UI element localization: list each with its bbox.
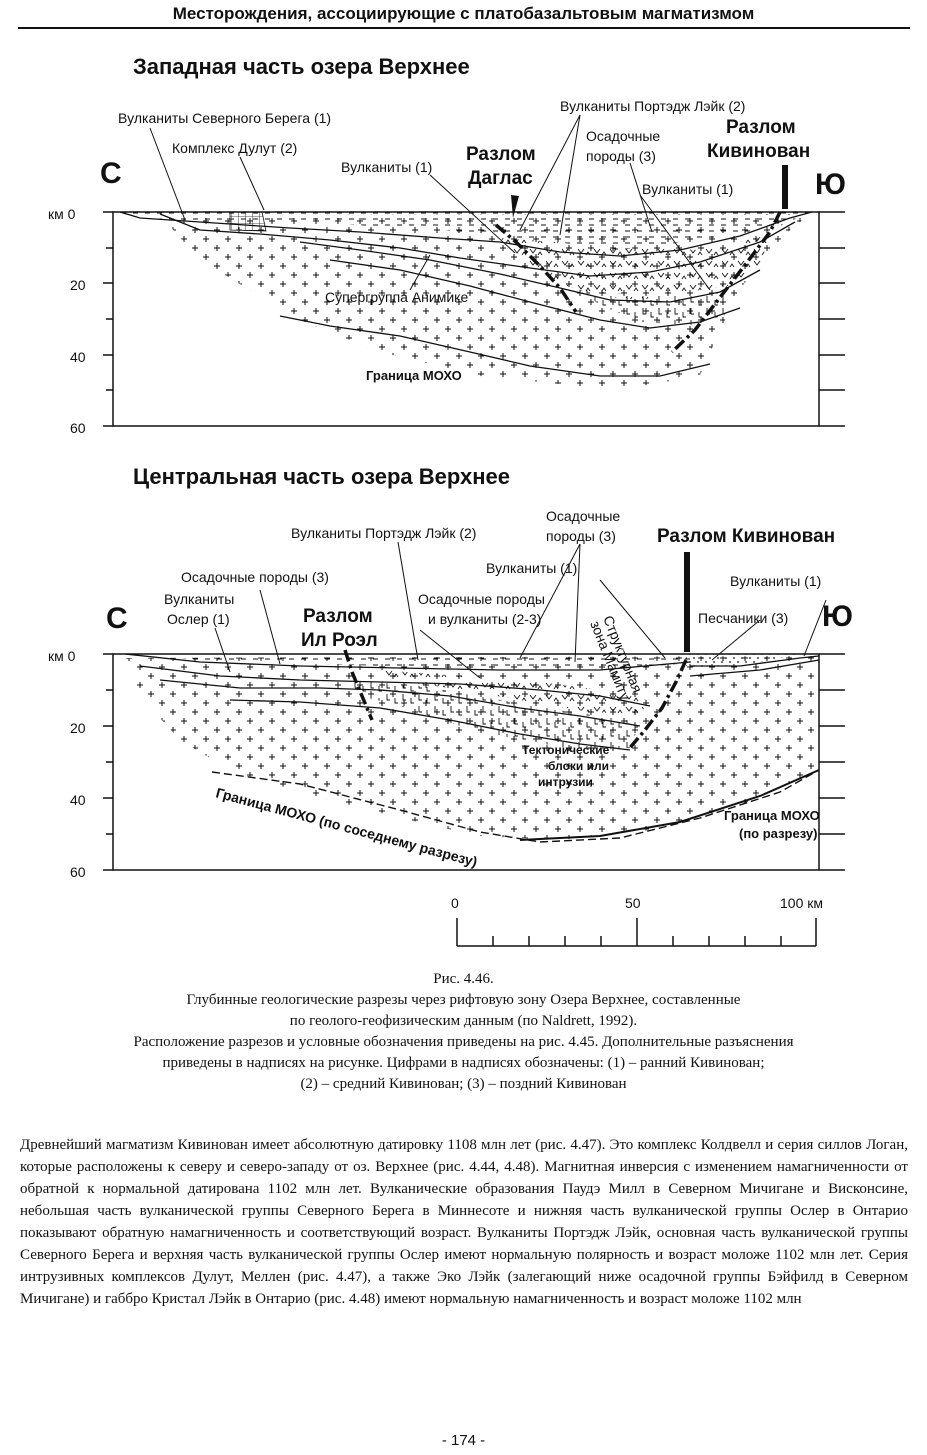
label-osler-1: Вулканиты — [164, 591, 234, 607]
caption-line-4: приведены в надписях на рисунке. Цифрами… — [162, 1055, 765, 1071]
keweenaw-fault — [670, 211, 782, 354]
depth-20: 20 — [70, 277, 86, 293]
scale-hundred: 100 км — [780, 895, 823, 911]
header-rule — [18, 27, 910, 29]
label-blocks-2: блоки или — [548, 759, 609, 773]
scale-fifty: 50 — [625, 895, 641, 911]
body-paragraph: Древнейший магматизм Кивинован имеет абс… — [20, 1137, 908, 1307]
figure-caption: Рис. 4.46. Глубинные геологические разре… — [20, 969, 907, 1095]
label-douglas-fault-1: Разлом — [466, 144, 536, 165]
isle-royale-fault — [343, 649, 374, 721]
douglas-fault — [494, 223, 578, 313]
label-moho-section-1: Граница МОХО — [724, 808, 820, 823]
caption-line-2: по геолого-геофизическим данным (по Nald… — [289, 1013, 638, 1029]
label-volcanics-1b: Вулканиты (1) — [642, 181, 733, 197]
depth-axis-left — [103, 211, 113, 427]
label-blocks-1: Тектонические — [522, 743, 610, 757]
running-head: Месторождения, ассоциирующие с платобаза… — [172, 4, 755, 23]
label-animikie: Супергруппа Анимике — [325, 289, 468, 305]
sediments-fill — [120, 212, 810, 250]
portage-volcanics-fill — [500, 235, 770, 300]
keweenaw-fault — [626, 659, 688, 752]
label-douglas-fault-2: Даглас — [468, 168, 533, 189]
caption-line-1: Глубинные геологические разрезы через ри… — [186, 992, 741, 1008]
south-label: Ю — [815, 168, 846, 201]
figure-central-section: км 0 20 40 60 С Ю Осадочные породы (3) В… — [0, 500, 927, 960]
moho-neighbor-line — [211, 769, 820, 843]
label-moho: Граница МОХО — [366, 368, 462, 383]
page-number: - 174 - — [441, 1432, 486, 1449]
label-sed-volc-2: и вулканиты (2-3) — [428, 611, 541, 627]
duluth-complex-fill — [229, 211, 267, 232]
label-keweenaw-fault: Разлом Кивинован — [657, 526, 835, 547]
depth-20: 20 — [70, 720, 86, 736]
label-sediments-2: породы (3) — [586, 148, 656, 164]
label-duluth-complex: Комплекс Дулут (2) — [172, 140, 297, 156]
label-volcanics-1a: Вулканиты (1) — [341, 159, 432, 175]
label-volcanics-1b: Вулканиты (1) — [730, 573, 821, 589]
scale-zero: 0 — [451, 895, 459, 911]
caption-line-5: (2) – средний Кивинован; (3) – поздний К… — [300, 1076, 627, 1092]
sediments-fill — [125, 654, 690, 670]
figure-west-section: км 0 20 40 60 С Ю Вулканиты Северного Бе… — [0, 90, 927, 440]
depth-axis-right — [819, 211, 845, 427]
central-section-svg: км 0 20 40 60 С Ю Осадочные породы (3) В… — [48, 508, 853, 947]
depth-40: 40 — [70, 349, 86, 365]
section1-title: Западная часть озера Верхнее — [133, 54, 470, 79]
depth-40: 40 — [70, 792, 86, 808]
depth-axis-left — [103, 653, 113, 871]
label-north-shore-volcanics: Вулканиты Северного Берега (1) — [118, 110, 331, 126]
km0-label: км 0 — [48, 206, 76, 222]
north-label: С — [100, 157, 122, 190]
label-keweenaw-fault-2: Кивинован — [707, 141, 810, 162]
label-moho-section-2: (по разрезу) — [739, 826, 817, 841]
label-sediments-1: Осадочные — [586, 128, 660, 144]
caption-line-3: Расположение разрезов и условные обознач… — [133, 1034, 794, 1050]
label-portage-lake: Вулканиты Портэдж Лэйк (2) — [560, 98, 745, 114]
caption-fig-number: Рис. 4.46. — [433, 971, 494, 987]
leader-lines — [149, 114, 711, 291]
south-label: Ю — [822, 600, 853, 633]
volcanics-ell-fill — [350, 680, 640, 750]
volcanics-vee-fill — [380, 670, 650, 714]
keweenaw-fault-marker — [684, 552, 690, 652]
label-sediments-2: породы (3) — [546, 528, 616, 544]
douglas-fault-arrow — [511, 195, 519, 218]
moho-section-line — [519, 769, 820, 841]
label-volcanics-1a: Вулканиты (1) — [486, 560, 577, 576]
depth-60: 60 — [70, 420, 86, 436]
label-blocks-3: интрузии — [538, 775, 593, 789]
km0-label: км 0 — [48, 648, 76, 664]
contact-lines — [124, 653, 820, 751]
west-section-svg: км 0 20 40 60 С Ю Вулканиты Северного Бе… — [48, 98, 846, 436]
label-isle-royale-2: Ил Роэл — [301, 630, 378, 651]
label-sediments-top: Осадочные породы (3) — [181, 569, 329, 585]
label-portage-lake: Вулканиты Портэдж Лэйк (2) — [291, 525, 476, 541]
depth-60: 60 — [70, 864, 86, 880]
keweenaw-fault-marker — [782, 165, 788, 209]
label-sandstone: Песчаники (3) — [698, 610, 788, 626]
section2-title: Центральная часть озера Верхнее — [133, 464, 511, 489]
leader-lines — [214, 541, 827, 679]
label-sed-volc-1: Осадочные породы — [418, 591, 545, 607]
contact-lines — [119, 211, 813, 377]
north-label: С — [106, 602, 128, 635]
scale-bar — [456, 918, 817, 947]
lower-volcanics-fill — [580, 290, 730, 325]
depth-axis-right — [819, 653, 845, 871]
label-sediments-1: Осадочные — [546, 508, 620, 524]
label-keweenaw-fault-1: Разлом — [726, 117, 796, 138]
label-osler-2: Ослер (1) — [167, 611, 230, 627]
label-isle-royale-1: Разлом — [303, 606, 373, 627]
